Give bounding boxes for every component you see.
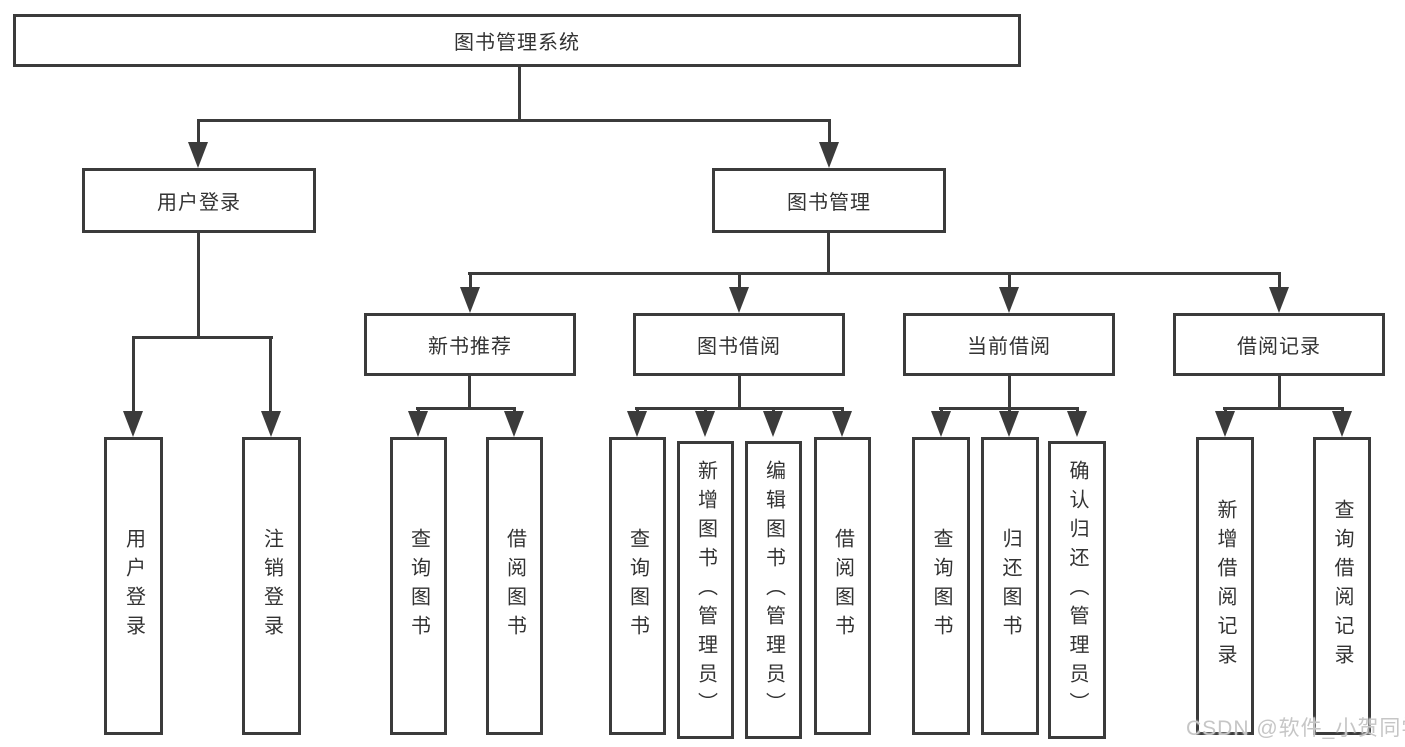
- node-leaf-rec-borrow-book-label: 借阅图书: [503, 528, 526, 644]
- node-root: 图书管理系统: [13, 14, 1021, 67]
- connector-root-arm-left: [197, 119, 200, 145]
- arrow-to-leaf-logout: [261, 411, 281, 437]
- node-leaf-bb-edit-book: 编辑图书（管理员）: [745, 441, 802, 739]
- node-new-book-rec-label: 新书推荐: [428, 336, 512, 358]
- arrow-to-rec-borrow-book: [504, 411, 524, 437]
- arrow-to-current-borrow: [999, 287, 1019, 313]
- node-leaf-cb-confirm-return: 确认归还（管理员）: [1048, 441, 1106, 739]
- node-leaf-br-add-record: 新增借阅记录: [1196, 437, 1254, 735]
- arrow-to-bb-query-book: [627, 411, 647, 437]
- connector-login-rail: [132, 336, 273, 339]
- connector-root-rail: [197, 119, 831, 122]
- connector-mgmt-stub-2: [738, 272, 741, 289]
- node-leaf-cb-confirm-return-label: 确认归还（管理员）: [1066, 459, 1088, 721]
- arrow-to-br-add-record: [1215, 411, 1235, 437]
- connector-root-arm-right: [828, 119, 831, 145]
- arrow-to-borrow-record: [1269, 287, 1289, 313]
- arrow-to-leaf-user-login: [123, 411, 143, 437]
- node-leaf-cb-query-book-label: 查询图书: [930, 528, 952, 644]
- arrow-to-bb-edit-book: [763, 411, 783, 437]
- connector-br-rail: [1223, 407, 1344, 410]
- node-leaf-bb-add-book: 新增图书（管理员）: [677, 441, 734, 739]
- node-leaf-cb-query-book: 查询图书: [912, 437, 970, 735]
- arrow-to-user-login-branch: [188, 142, 208, 168]
- connector-mgmt-stub-4: [1278, 272, 1281, 289]
- node-leaf-bb-edit-book-label: 编辑图书（管理员）: [762, 459, 785, 721]
- connector-mgmt-stem: [827, 231, 830, 274]
- node-book-mgmt-branch: 图书管理: [712, 168, 946, 233]
- connector-rec-rail: [416, 407, 516, 410]
- node-new-book-rec: 新书推荐: [364, 313, 576, 376]
- connector-login-stem: [197, 231, 200, 337]
- node-leaf-cb-return-book: 归还图书: [981, 437, 1039, 735]
- node-leaf-cb-return-book-label: 归还图书: [999, 528, 1021, 644]
- arrow-to-bb-add-book: [695, 411, 715, 437]
- node-leaf-rec-borrow-book: 借阅图书: [486, 437, 543, 735]
- connector-mgmt-stub-1: [469, 272, 472, 289]
- arrow-to-cb-return-book: [999, 411, 1019, 437]
- node-current-borrow-label: 当前借阅: [967, 336, 1051, 358]
- node-leaf-bb-query-book-label: 查询图书: [626, 528, 649, 644]
- connector-cb-stem: [1008, 374, 1011, 409]
- node-leaf-br-add-record-label: 新增借阅记录: [1214, 499, 1236, 673]
- node-leaf-bb-query-book: 查询图书: [609, 437, 666, 735]
- connector-rec-stem: [468, 374, 471, 409]
- arrow-to-rec-query-book: [408, 411, 428, 437]
- connector-login-arm-right: [269, 336, 272, 414]
- node-leaf-user-login-label: 用户登录: [122, 528, 145, 644]
- connector-mgmt-stub-3: [1008, 272, 1011, 289]
- arrow-to-cb-confirm-return: [1067, 411, 1087, 437]
- connector-root-stem: [518, 67, 521, 121]
- node-book-mgmt-branch-label: 图书管理: [787, 192, 871, 214]
- node-leaf-rec-query-book-label: 查询图书: [407, 528, 430, 644]
- csdn-watermark: CSDN @软件_小贺同学: [1186, 717, 1405, 740]
- node-borrow-record-label: 借阅记录: [1237, 336, 1321, 358]
- node-leaf-br-query-record: 查询借阅记录: [1313, 437, 1371, 735]
- arrow-to-new-book-rec: [460, 287, 480, 313]
- connector-login-arm-left: [132, 336, 135, 414]
- connector-bb-stem: [738, 374, 741, 409]
- node-leaf-bb-borrow-book-label: 借阅图书: [831, 528, 854, 644]
- arrow-to-bb-borrow-book: [832, 411, 852, 437]
- arrow-to-book-mgmt-branch: [819, 142, 839, 168]
- node-leaf-bb-borrow-book: 借阅图书: [814, 437, 871, 735]
- arrow-to-cb-query-book: [931, 411, 951, 437]
- node-leaf-bb-add-book-label: 新增图书（管理员）: [694, 459, 717, 721]
- node-leaf-user-login: 用户登录: [104, 437, 163, 735]
- node-leaf-logout: 注销登录: [242, 437, 301, 735]
- node-leaf-br-query-record-label: 查询借阅记录: [1331, 499, 1353, 673]
- connector-bb-rail: [635, 407, 844, 410]
- arrow-to-br-query-record: [1332, 411, 1352, 437]
- node-leaf-logout-label: 注销登录: [260, 528, 283, 644]
- arrow-to-book-borrow: [729, 287, 749, 313]
- node-book-borrow-label: 图书借阅: [697, 336, 781, 358]
- node-leaf-rec-query-book: 查询图书: [390, 437, 447, 735]
- node-user-login-branch: 用户登录: [82, 168, 316, 233]
- connector-br-stem: [1278, 375, 1281, 409]
- node-current-borrow: 当前借阅: [903, 313, 1115, 376]
- node-root-label: 图书管理系统: [454, 32, 580, 54]
- node-user-login-branch-label: 用户登录: [157, 192, 241, 214]
- node-borrow-record: 借阅记录: [1173, 313, 1385, 376]
- node-book-borrow: 图书借阅: [633, 313, 845, 376]
- connector-mgmt-rail: [468, 272, 1281, 275]
